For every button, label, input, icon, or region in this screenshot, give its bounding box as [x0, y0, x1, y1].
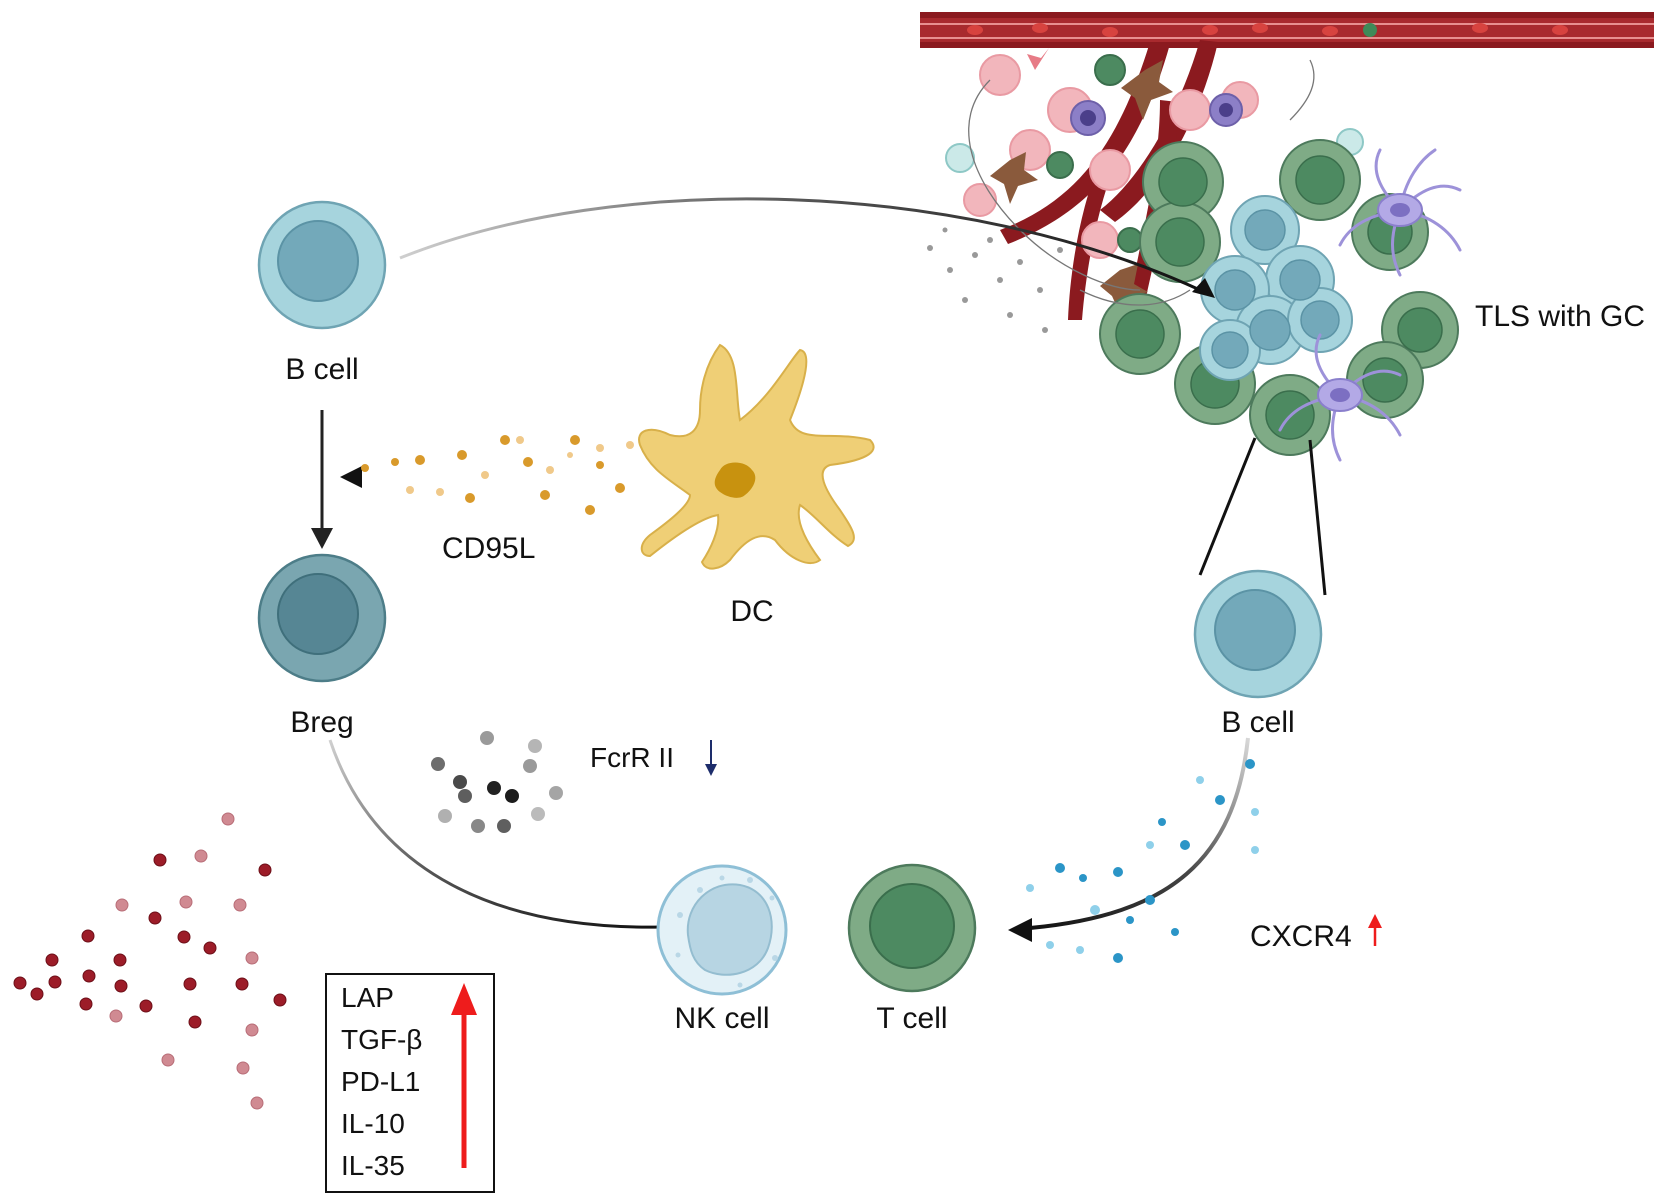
t-cell-icon [847, 863, 977, 993]
b-cell-right-label: B cell [1221, 706, 1295, 739]
marker-item: LAP [341, 982, 394, 1013]
arrow-bcell-to-tls [399, 197, 1215, 298]
cd95l-particles [361, 435, 634, 515]
dc-label: DC [730, 595, 774, 628]
cxcr4-increase-arrow [1368, 914, 1382, 946]
marker-item: IL-10 [341, 1108, 405, 1139]
b-cell-icon [257, 200, 387, 330]
b-cell-left-label: B cell [285, 353, 359, 386]
nk-cell-label: NK cell [674, 1002, 770, 1035]
cd95l-label: CD95L [442, 532, 536, 565]
cxcr4-particles [1026, 759, 1259, 963]
marker-item: TGF-β [341, 1024, 423, 1055]
breg-cell-icon [257, 553, 387, 683]
markers-increase-arrow [451, 983, 477, 1168]
marker-box: LAP TGF-β PD-L1 IL-10 IL-35 [325, 973, 495, 1193]
cxcr4-label: CXCR4 [1250, 920, 1352, 953]
arrow-bcell-to-breg [311, 410, 333, 549]
marker-item: IL-35 [341, 1150, 405, 1181]
breg-label: Breg [290, 706, 354, 739]
dendritic-cell-icon [638, 343, 875, 570]
fcrr-decrease-arrow [705, 740, 717, 776]
tls-zoom-lines [1198, 437, 1327, 596]
t-cell-label: T cell [876, 1002, 948, 1035]
marker-list: LAP TGF-β PD-L1 IL-10 IL-35 [327, 977, 422, 1187]
arrow-dc-to-breg [340, 466, 640, 488]
tls-cluster-icon [927, 48, 1462, 462]
marker-item: PD-L1 [341, 1066, 421, 1097]
arrow-bcell-to-tcell [1008, 737, 1250, 942]
tls-label: TLS with GC [1475, 300, 1646, 333]
fcrr-label: FcrR II [590, 742, 674, 773]
fcrr-particles [431, 731, 563, 833]
nk-cell-icon [656, 864, 788, 996]
b-cell-right-icon [1193, 569, 1323, 699]
cytokine-particles [13, 812, 287, 1110]
